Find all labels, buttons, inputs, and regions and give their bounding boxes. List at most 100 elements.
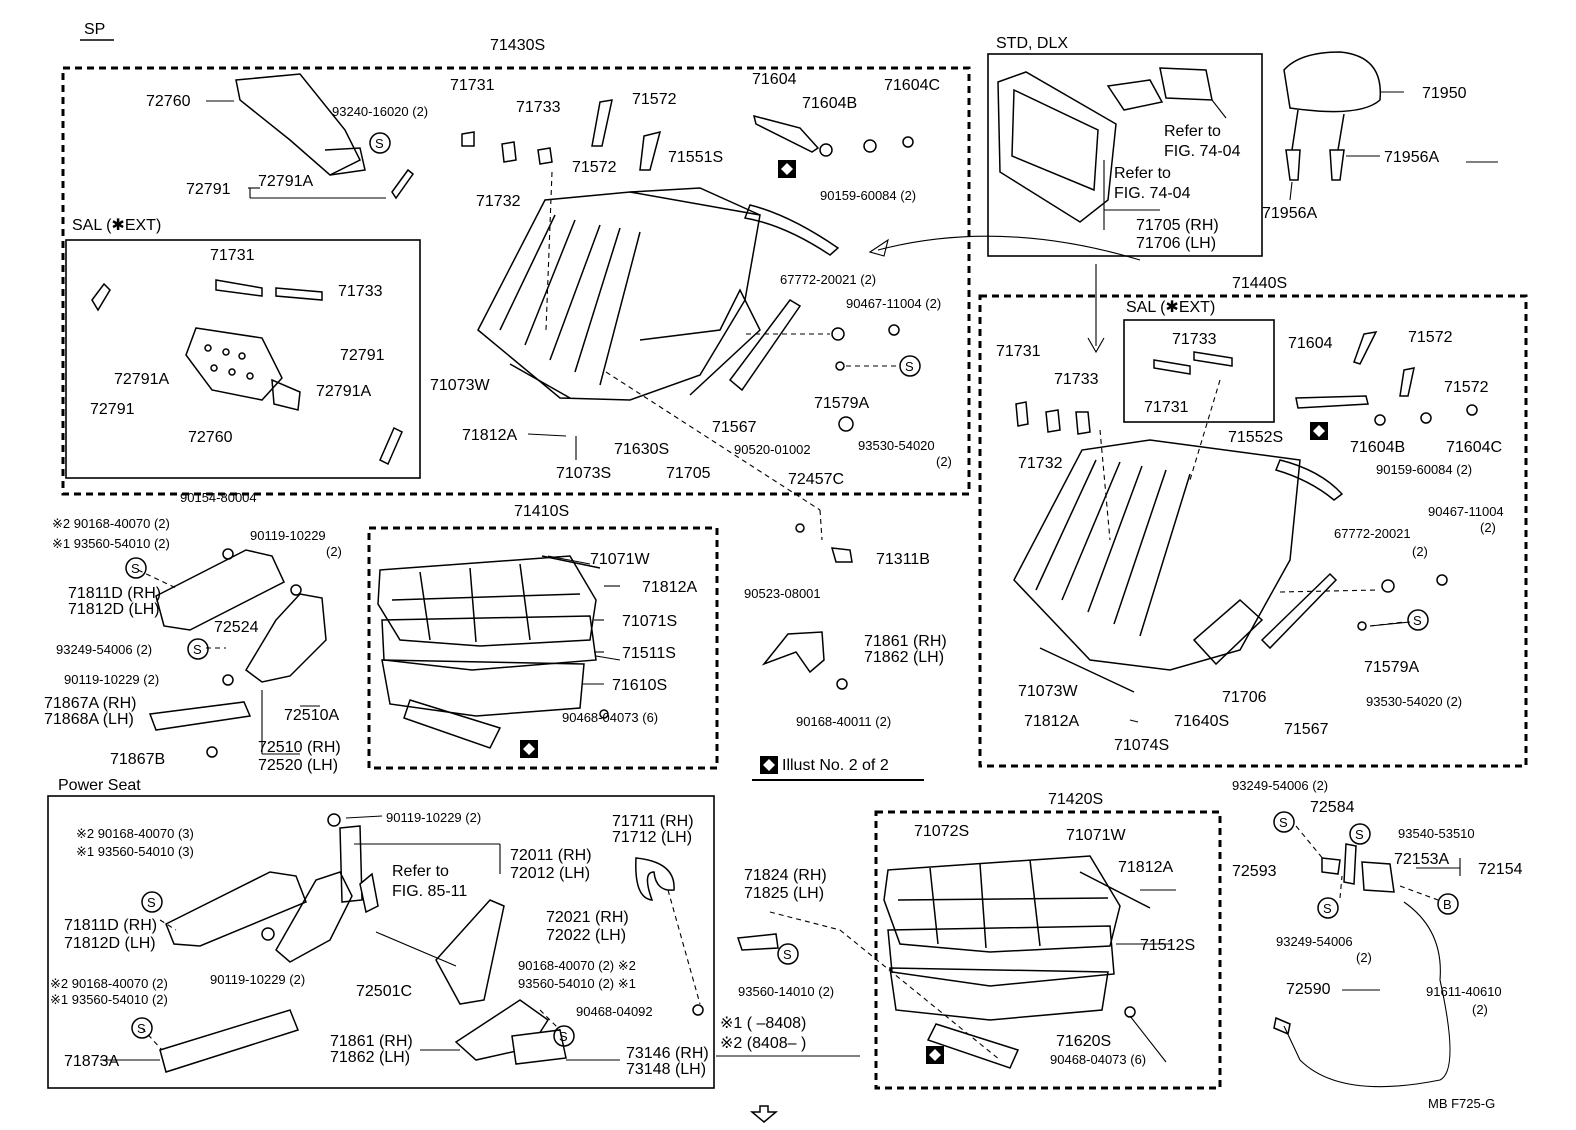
part-label: 71604B xyxy=(1350,439,1405,456)
group-label-std-dlx: STD, DLX xyxy=(996,35,1068,52)
part-label: 72791A xyxy=(114,371,169,388)
group-label-71420s: 71420S xyxy=(1048,791,1103,808)
part-label: 71071S xyxy=(622,613,677,630)
part-label: 71551S xyxy=(668,149,723,166)
part-label: 72520 (LH) xyxy=(258,757,338,774)
part-label: 71733 xyxy=(338,283,383,300)
part-label: 71706 xyxy=(1222,689,1267,706)
part-label: 71073S xyxy=(556,465,611,482)
part-label: 71712 (LH) xyxy=(612,829,692,846)
group-label-sal-ext-left: SAL (✱EXT) xyxy=(72,217,161,234)
part-label: ※2 (8408– ) xyxy=(720,1035,806,1052)
title-sp: SP xyxy=(84,21,105,38)
part-label: 71552S xyxy=(1228,429,1283,446)
diamond-markers xyxy=(520,160,1328,1064)
part-label: 72457C xyxy=(788,471,844,488)
part-label: 71862 (LH) xyxy=(330,1049,410,1066)
part-label: 71311B xyxy=(876,551,930,568)
figure-code: MB F725-G xyxy=(1428,1096,1495,1111)
part-label: 93560-54010 (2) ※1 xyxy=(518,976,636,991)
part-label: 72524 xyxy=(214,619,259,636)
part-label: Illust No. 2 of 2 xyxy=(782,757,889,774)
part-label: (2) xyxy=(936,454,952,469)
part-label: 71956A xyxy=(1262,205,1317,222)
part-label: 90159-60084 (2) xyxy=(820,188,916,203)
part-label: 71733 xyxy=(1054,371,1099,388)
group-frames xyxy=(47,53,1528,1090)
part-label: ※1 93560-54010 (2) xyxy=(52,536,170,551)
part-label: 93249-54006 (2) xyxy=(1232,778,1328,793)
part-label: 93530-54020 xyxy=(858,438,935,453)
part-label: 93249-54006 xyxy=(1276,934,1353,949)
svg-text:S: S xyxy=(559,1029,568,1044)
part-label: 71074S xyxy=(1114,737,1169,754)
svg-text:S: S xyxy=(905,359,914,374)
part-label: 71579A xyxy=(814,395,869,412)
part-label: 72791A xyxy=(258,173,313,190)
svg-text:S: S xyxy=(193,642,202,657)
part-label: 71731 xyxy=(1144,399,1189,416)
part-label: Refer to xyxy=(1114,165,1171,182)
dashed-leaders xyxy=(137,171,1439,1061)
part-label: 72791A xyxy=(316,383,371,400)
part-label: ※2 90168-40070 (3) xyxy=(76,826,194,841)
part-label: 90119-10229 (2) xyxy=(386,810,481,825)
s-symbol-9: S xyxy=(777,943,799,965)
part-label: 71705 (RH) xyxy=(1136,217,1219,234)
part-label: 71812A xyxy=(1118,859,1173,876)
part-label: 93560-14010 (2) xyxy=(738,984,834,999)
s-symbol-12: S xyxy=(1317,897,1339,919)
s-symbol-4: S xyxy=(187,638,209,660)
part-label: FIG. 74-04 xyxy=(1114,185,1191,202)
part-label: 71812A xyxy=(1024,713,1079,730)
svg-text:S: S xyxy=(131,561,140,576)
part-label: 71572 xyxy=(1444,379,1489,396)
part-label: 72791 xyxy=(90,401,135,418)
part-label: 71812A xyxy=(462,427,517,444)
part-label: (2) xyxy=(1412,544,1428,559)
part-label: 93530-54020 (2) xyxy=(1366,694,1462,709)
part-label: 71825 (LH) xyxy=(744,885,824,902)
part-label: 71862 (LH) xyxy=(864,649,944,666)
part-label: 71579A xyxy=(1364,659,1419,676)
part-label: 71812D (LH) xyxy=(68,601,160,618)
part-labels: 72760 93240-16020 (2) 72791 72791A 71731… xyxy=(44,71,1523,1078)
group-label-sal-ext-right: SAL (✱EXT) xyxy=(1126,299,1215,316)
part-label: ※1 93560-54010 (3) xyxy=(76,844,194,859)
part-label: 90168-40011 (2) xyxy=(796,714,891,729)
part-label: 72021 (RH) xyxy=(546,909,629,926)
leader-lines xyxy=(100,91,1498,1063)
part-label: 71956A xyxy=(1384,149,1439,166)
part-label: 71071W xyxy=(590,551,650,568)
svg-text:S: S xyxy=(375,136,384,151)
part-label: 71072S xyxy=(914,823,969,840)
part-label: 72791 xyxy=(340,347,385,364)
part-label: 71861 (RH) xyxy=(330,1033,413,1050)
part-label: 90468-04073 (6) xyxy=(1050,1052,1146,1067)
part-label: 90468-04092 xyxy=(576,1004,653,1019)
part-label: 71071W xyxy=(1066,827,1126,844)
part-label: (2) xyxy=(1472,1002,1488,1017)
s-symbol-5: S xyxy=(1407,609,1429,631)
part-label: FIG. 74-04 xyxy=(1164,143,1241,160)
part-label: 71731 xyxy=(996,343,1041,360)
part-label: 72022 (LH) xyxy=(546,927,626,944)
part-label: 93240-16020 (2) xyxy=(332,104,428,119)
svg-text:B: B xyxy=(1443,897,1452,912)
part-label: 90520-01002 xyxy=(734,442,811,457)
part-label: 71604 xyxy=(1288,335,1333,352)
s-symbol-8: S xyxy=(553,1025,575,1047)
s-symbol-6: S xyxy=(141,891,163,913)
part-label: 71731 xyxy=(210,247,255,264)
part-label: 72510A xyxy=(284,707,339,724)
part-label: 90159-60084 (2) xyxy=(1376,462,1472,477)
part-label: 71950 xyxy=(1422,85,1467,102)
s-symbol-1: S xyxy=(369,132,391,154)
svg-text:S: S xyxy=(1413,613,1422,628)
svg-text:S: S xyxy=(1323,901,1332,916)
part-label: 71811D (RH) xyxy=(68,585,161,602)
part-label: 90523-08001 xyxy=(744,586,821,601)
group-label-71440s: 71440S xyxy=(1232,275,1287,292)
part-label: 71811D (RH) xyxy=(64,917,157,934)
part-label: 71567 xyxy=(1284,721,1329,738)
